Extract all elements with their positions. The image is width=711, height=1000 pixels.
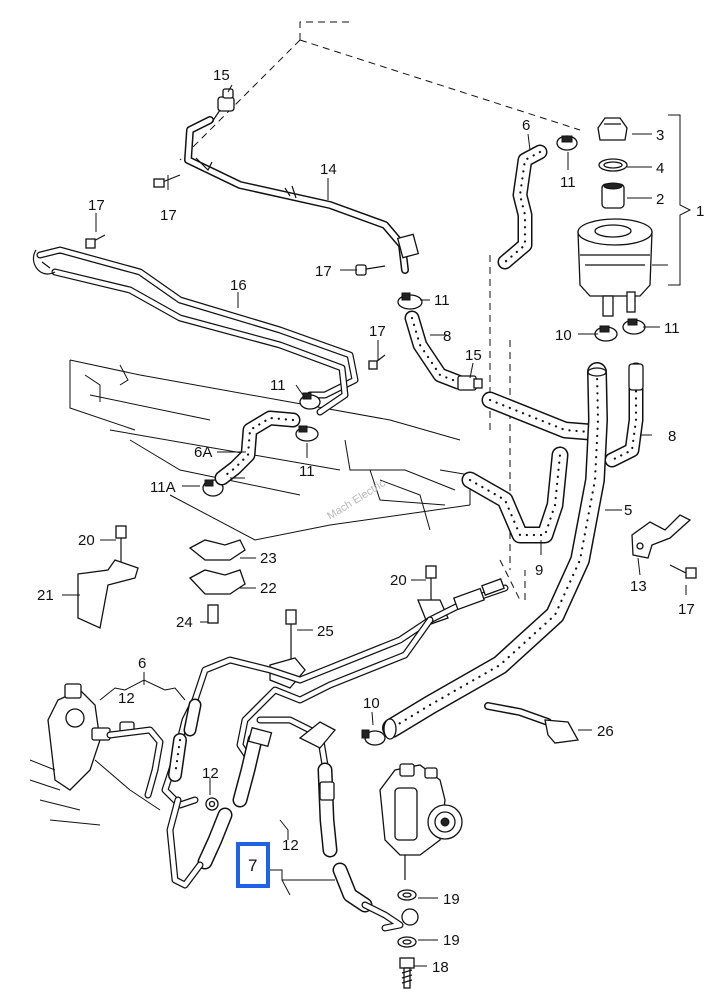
power-steering-pump [379,763,463,880]
callout-21: 21 [37,587,54,604]
callout-2: 2 [656,191,664,208]
hose-7 [166,726,273,889]
pressure-hose-to-pump [256,716,404,932]
supply-hose-6-upper [497,144,548,270]
callout-25: 25 [317,623,334,640]
highlight-box-7 [236,842,270,888]
callout-12-mid: 12 [202,765,219,782]
callout-20-right: 20 [390,572,407,589]
leader-lines [62,84,692,967]
bracket-13 [631,514,697,579]
hose-5 [382,362,608,740]
pressure-line-16 [32,246,359,416]
callout-15-mid: 15 [465,347,482,364]
callout-17-e: 17 [678,601,695,618]
hose-9 [461,391,599,544]
callout-15-top: 15 [213,67,230,84]
callout-13: 13 [630,578,647,595]
reference-dashed-lines [179,21,581,601]
callout-22: 22 [260,580,277,597]
cable-tie-26 [484,702,580,744]
callout-7-highlighted: 7 [248,856,257,875]
callout-11A: 11A [150,479,176,496]
callout-6A: 6A [194,444,212,461]
callout-4: 4 [656,160,664,177]
pressure-line-lower [161,578,509,809]
callout-8-upper: 8 [443,328,451,345]
steering-rack-left [29,683,164,826]
callout-5: 5 [624,502,632,519]
callout-11-e: 11 [299,463,315,480]
clamps-10 [361,729,386,746]
watermark: Mach Electric [325,477,388,522]
callout-17-a: 17 [160,207,177,224]
bolt-20b-clamp [417,565,449,626]
callout-3: 3 [656,127,664,144]
callout-14: 14 [320,161,337,178]
callout-9: 9 [535,562,543,579]
callout-26: 26 [597,723,614,740]
callout-12-top: 12 [118,690,135,707]
clip-23-22 [188,539,246,624]
connector-15-top [211,88,235,123]
callout-19-top: 19 [443,891,460,908]
bracket-21 [77,525,139,629]
subframe-outline [69,359,471,541]
callout-6-lower: 6 [138,655,146,672]
callout-19-bottom: 19 [443,932,460,949]
callout-8-lower: 8 [668,428,676,445]
callout-16: 16 [230,277,247,294]
hose-clamps-11 [202,135,646,497]
callout-10-lower: 10 [363,695,380,712]
return-line-14 [184,116,420,274]
hose-6-lower [168,698,202,782]
reservoir-assembly [577,117,653,317]
callout-17-b: 17 [88,197,105,214]
hose-8-lower [604,362,644,468]
hose-8-upper [404,310,483,391]
callout-6-top: 6 [522,117,530,134]
callout-23: 23 [260,550,277,567]
callout-11-c: 11 [664,320,680,337]
callout-18: 18 [432,959,449,976]
callout-24: 24 [176,614,193,631]
callout-labels: 15 14 17 17 17 17 16 6 11 3 4 2 1 11 8 1… [37,67,704,976]
washers-bolt [397,889,419,989]
callout-20-left: 20 [78,532,95,549]
callout-17-c: 17 [315,263,332,280]
callout-11-b: 11 [434,292,450,309]
callout-12-lower: 12 [282,837,299,854]
hose-6A [214,410,301,486]
callout-10-top: 10 [555,327,572,344]
callout-11-top: 11 [560,174,576,191]
callout-1: 1 [696,203,704,220]
callout-11-d: 11 [270,377,286,394]
callout-17-d: 17 [369,323,386,340]
